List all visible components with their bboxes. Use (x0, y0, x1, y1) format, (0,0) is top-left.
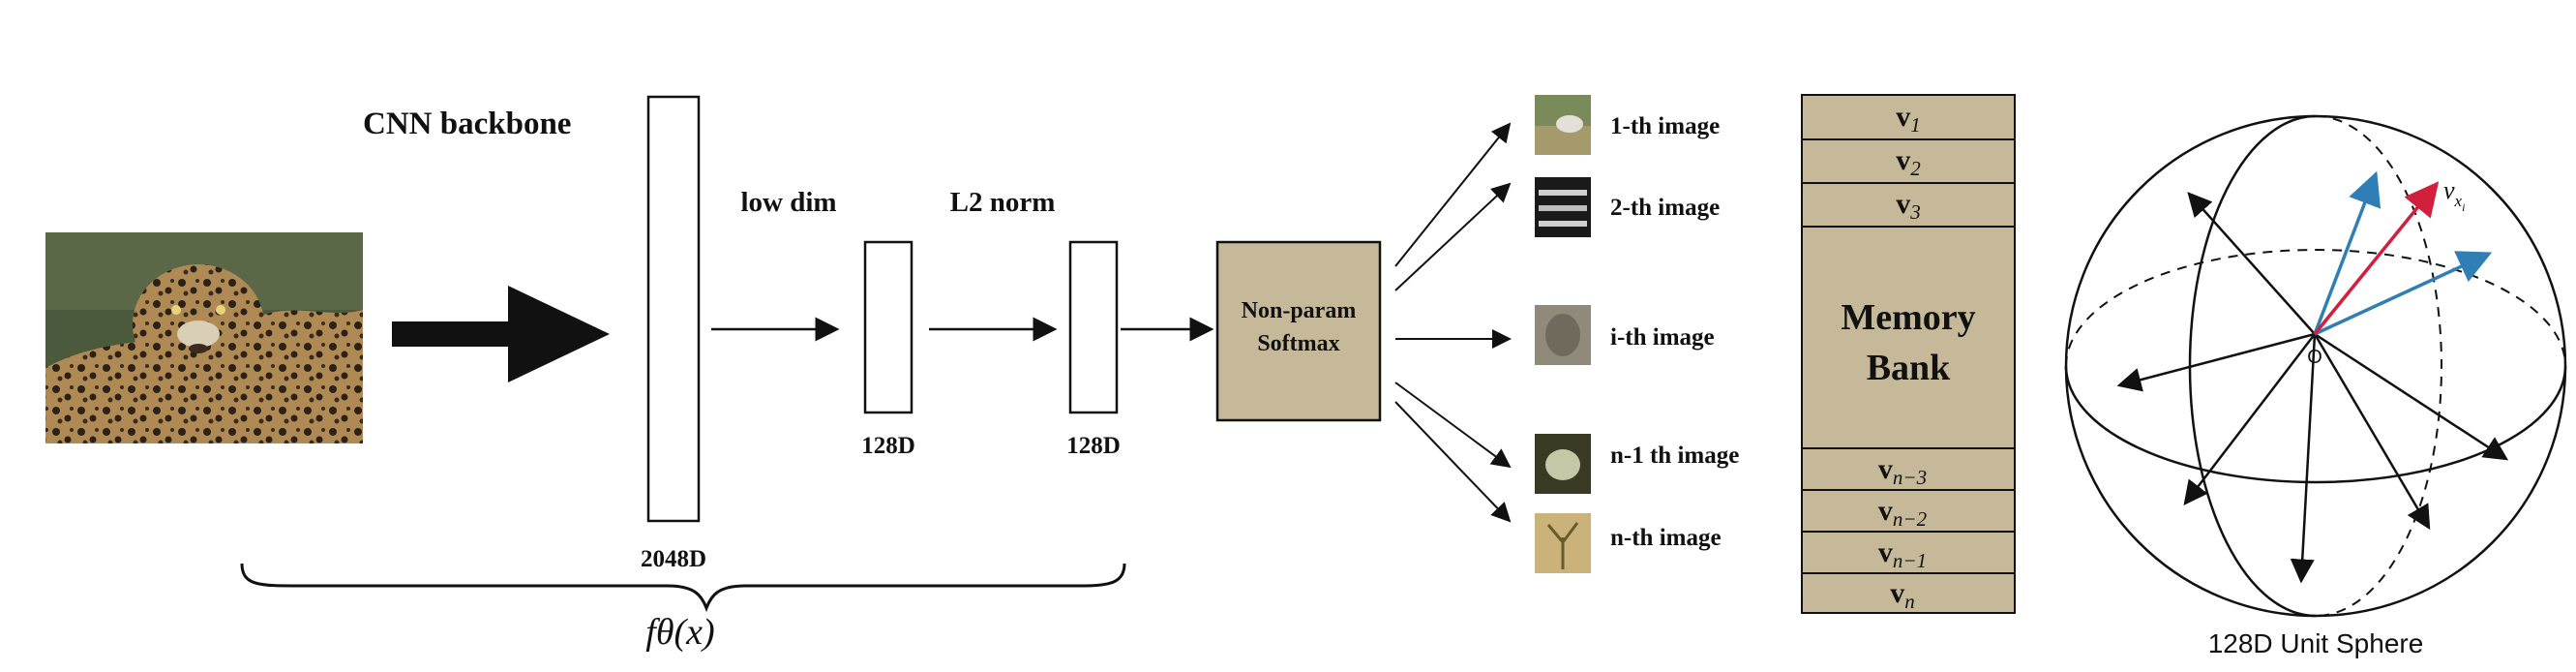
bank-row-v3: v3 (1896, 188, 1921, 224)
bank-row-vn: vn (1890, 577, 1915, 613)
image-thumb-1 (1535, 95, 1591, 155)
function-label: fθ(x) (645, 612, 714, 653)
image-thumb-n-1 (1535, 434, 1591, 494)
sphere-caption: 128D Unit Sphere (2208, 628, 2424, 658)
memory-bank-title-line2: Bank (1867, 348, 1951, 388)
vector-label-vxi: vxi (2443, 176, 2465, 214)
memory-bank (1801, 94, 2016, 614)
svg-text:v1: v1 (1896, 101, 1921, 137)
sphere-vector-red (2313, 181, 2440, 336)
svg-text:v3: v3 (1896, 188, 1921, 224)
lowdim-box (863, 240, 914, 414)
backbone-brace (240, 563, 1126, 613)
image-thumb-n (1535, 513, 1591, 573)
origin-label: O (2307, 347, 2322, 368)
image-label-n: n-th image (1610, 525, 1722, 551)
image-thumb-i (1535, 305, 1591, 365)
sphere-vectors (2116, 192, 2509, 584)
image-label-1: 1-th image (1610, 113, 1720, 139)
big-input-arrow (392, 286, 610, 382)
bank-row-vn-3: vn−3 (1878, 453, 1927, 489)
dim-128-label-b: 128D (1066, 433, 1121, 459)
bank-row-vn-2: vn−2 (1878, 495, 1928, 531)
memory-bank-title-line1: Memory (1841, 297, 1975, 338)
dim-128-label-a: 128D (861, 433, 915, 459)
image-label-i: i-th image (1610, 324, 1715, 351)
softmax-output-arrows (1394, 122, 1512, 523)
backbone-feature-box (646, 95, 701, 523)
softmax-box (1215, 240, 1382, 422)
bank-row-vn-1: vn−1 (1878, 536, 1927, 572)
bank-row-v2: v2 (1896, 144, 1921, 180)
unit-sphere (2064, 114, 2567, 618)
sphere-vector-blue-1 (2313, 170, 2381, 335)
input-image (45, 232, 363, 443)
softmax-label-line1: Non-param (1242, 298, 1357, 323)
svg-text:vn: vn (1890, 577, 1915, 613)
backbone-label: CNN backbone (363, 107, 571, 141)
bank-row-v1: v1 (1896, 101, 1921, 137)
dim-2048-label: 2048D (641, 546, 706, 572)
svg-text:vn−3: vn−3 (1878, 453, 1927, 489)
low-dim-label: low dim (740, 187, 836, 218)
l2norm-box (1068, 240, 1119, 414)
image-label-2: 2-th image (1610, 195, 1720, 221)
image-label-n-1: n-1 th image (1610, 443, 1739, 469)
svg-text:vn−2: vn−2 (1878, 495, 1928, 531)
svg-text:v2: v2 (1896, 144, 1921, 180)
svg-text:vn−1: vn−1 (1878, 536, 1927, 572)
l2-norm-label: L2 norm (950, 187, 1056, 218)
softmax-label-line2: Softmax (1257, 331, 1339, 356)
sphere-vector-blue-2 (2314, 251, 2493, 336)
image-thumb-2 (1535, 177, 1591, 237)
